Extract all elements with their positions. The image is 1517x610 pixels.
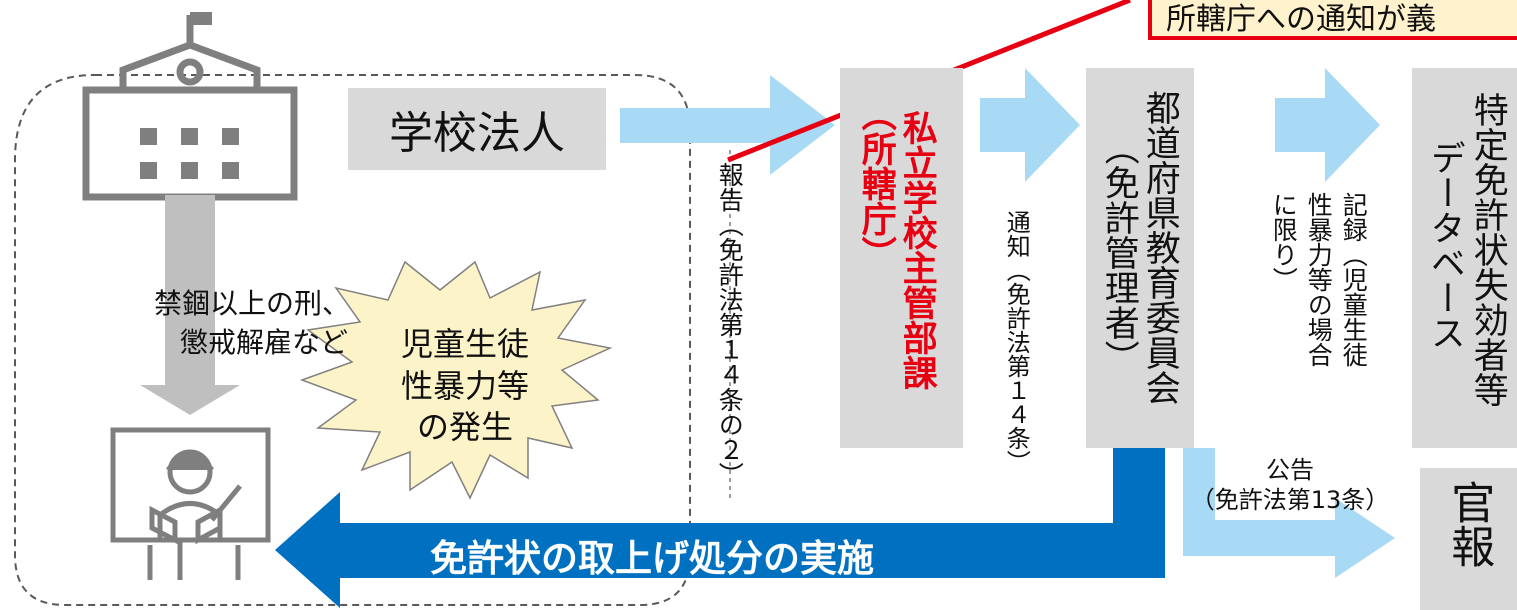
private-school-dept-box: 私立学校主管部課 （所轄庁） xyxy=(840,68,963,448)
down-arrow-grey xyxy=(140,195,240,415)
announce-line2: （免許法第13条） xyxy=(1190,486,1390,514)
private-school-dept-role: （所轄庁） xyxy=(855,96,896,271)
announce-line1: 公告 xyxy=(1266,456,1314,484)
callout-box: 所轄庁への通知が義 xyxy=(1148,0,1517,40)
incident-burst xyxy=(299,260,613,500)
school-corporation-label: 学校法人 xyxy=(389,108,565,159)
report-label: 報告（免許法第１４条の２） xyxy=(715,162,745,487)
prefecture-board-name: 都道府県教育委員会 xyxy=(1139,90,1180,405)
database-box: 特定免許状失効者等 データベース xyxy=(1412,68,1517,448)
incident-line2: 性暴力等 xyxy=(400,366,529,405)
record-label-line1: 記録（児童生徒 xyxy=(1339,192,1369,367)
incident-line3: の発生 xyxy=(416,408,513,447)
arrow-to-gazette xyxy=(1183,448,1395,578)
callout-text: 所轄庁への通知が義 xyxy=(1166,2,1436,37)
arrow-to-prefecture xyxy=(980,68,1080,182)
arrow-to-private-dept xyxy=(620,75,835,175)
record-label-line2: 性暴力等の場合 xyxy=(1304,192,1334,367)
gazette-box: 官報 xyxy=(1420,468,1517,610)
school-corporation-box: 学校法人 xyxy=(348,88,606,170)
teacher-icon xyxy=(110,427,271,580)
license-manager-role: （免許管理者） xyxy=(1098,130,1139,375)
record-label-line3: に限り） xyxy=(1269,192,1299,292)
prefecture-board-box: 都道府県教育委員会 （免許管理者） xyxy=(1086,68,1194,448)
revocation-arrow xyxy=(275,448,1165,608)
penalty-text: 禁錮以上の刑、 懲戒解雇など xyxy=(60,285,360,362)
penalty-line1: 禁錮以上の刑、 xyxy=(153,287,350,320)
revocation-label: 免許状の取上げ処分の実施 xyxy=(430,537,874,580)
gazette-label: 官報 xyxy=(1443,480,1495,568)
incident-line1: 児童生徒 xyxy=(400,325,529,363)
school-building-icon xyxy=(82,12,298,201)
announce-text: 公告 （免許法第13条） xyxy=(1180,455,1400,515)
penalty-line2: 懲戒解雇など xyxy=(179,325,348,359)
arrow-to-database xyxy=(1275,68,1380,182)
database-name-line1: 特定免許状失効者等 xyxy=(1467,92,1508,407)
school-region-outline xyxy=(14,74,691,606)
notice-label: 通知（免許法第１４条） xyxy=(1002,210,1031,474)
incident-text: 児童生徒 性暴力等 の発生 xyxy=(365,324,565,449)
private-school-dept-name: 私立学校主管部課 xyxy=(896,110,937,390)
database-name-line2: データベース xyxy=(1424,140,1465,350)
